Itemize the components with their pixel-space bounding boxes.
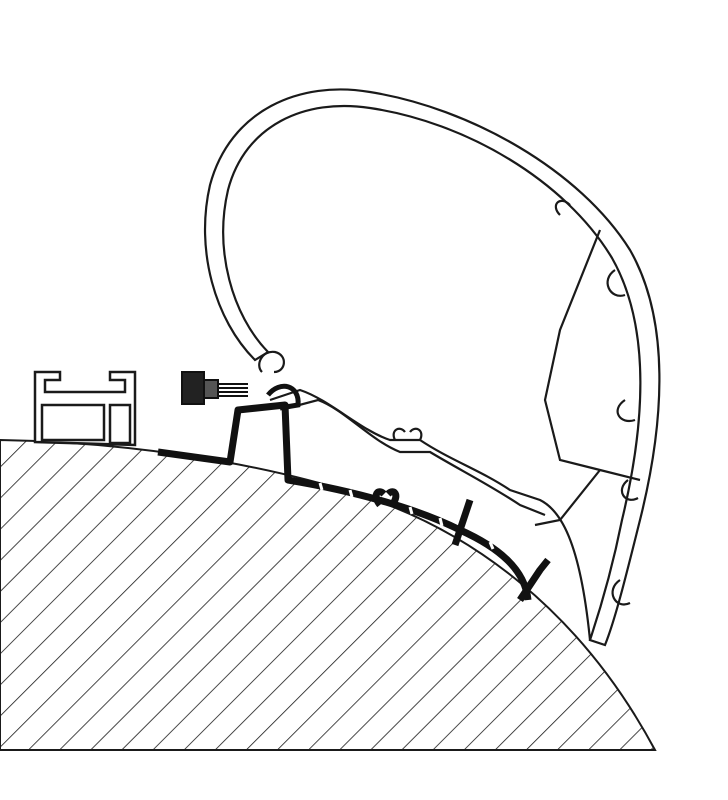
mounting-bolt — [181, 371, 301, 411]
awning-cassette — [203, 88, 661, 647]
adapter-rail — [157, 401, 551, 602]
adapter-rail-slots — [318, 482, 495, 550]
roof-rail — [33, 370, 137, 447]
